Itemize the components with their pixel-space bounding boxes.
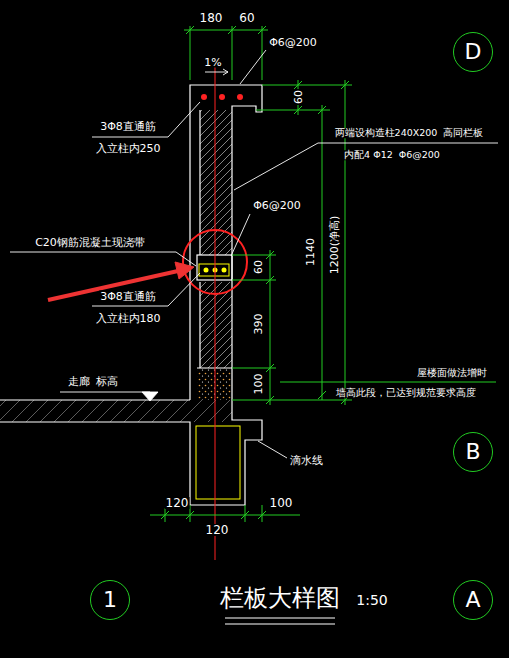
- annotation-text: 3Φ8直通筋: [99, 291, 157, 302]
- axis-circle: B: [453, 432, 493, 472]
- hatched-wall: [200, 110, 232, 368]
- highlight-circle: [183, 230, 247, 294]
- leader-lines: [258, 441, 287, 458]
- dimension-lines: [184, 26, 268, 80]
- title-underline: [225, 618, 335, 624]
- annotation-text: 两端设构造柱240X200 高同栏板: [334, 128, 485, 138]
- annotation-text: 1140: [305, 237, 316, 267]
- axis-label: 1: [103, 589, 117, 611]
- annotation-text: Φ6@200: [268, 37, 318, 48]
- annotation-text: 1%: [203, 57, 222, 68]
- dimension-lines: [150, 26, 496, 522]
- beam-inner-line: [196, 264, 240, 499]
- axis-circle: D: [453, 32, 493, 72]
- annotation-text: 入立柱内180: [95, 313, 162, 324]
- annotation-text: 3Φ8直通筋: [99, 121, 157, 132]
- rebar-dots: [222, 268, 227, 273]
- dimension-lines: [186, 26, 266, 34]
- wall-outline: [0, 400, 262, 505]
- annotation-text: 滴水线: [289, 455, 324, 466]
- annotation-text: 走廊 标高: [67, 376, 120, 387]
- annotation-text: 1200(净高): [329, 215, 340, 276]
- highlight-arrow: [175, 262, 194, 279]
- annotation-text: 100: [253, 373, 264, 396]
- axis-label: A: [465, 589, 480, 611]
- leader-lines: [205, 69, 228, 75]
- annotation-text: 入立柱内250: [95, 143, 162, 154]
- leader-lines: [10, 252, 196, 266]
- annotation-text: 1:50: [355, 593, 388, 607]
- center-line: [215, 62, 216, 560]
- beam-inner-line: [199, 264, 229, 276]
- dimension-lines: [161, 511, 266, 519]
- annotation-text: 100: [269, 497, 294, 509]
- annotation-text: 180: [199, 12, 224, 24]
- leader-lines: [234, 143, 498, 190]
- highlight-circle: [183, 230, 247, 294]
- title-underline: [225, 618, 335, 624]
- annotation-text: 60: [238, 12, 255, 24]
- drawing-title: 栏板大样图: [220, 586, 340, 610]
- wall-outline: [190, 85, 262, 400]
- annotation-text: 120: [205, 524, 230, 536]
- annotation-text: 屋楼面做法增时: [416, 368, 488, 378]
- leader-lines: [240, 50, 266, 84]
- rebar-dots: [204, 268, 209, 273]
- axis-label: B: [465, 441, 480, 463]
- leader-lines: [10, 50, 498, 458]
- leader-lines: [231, 214, 250, 256]
- annotation-text: 60: [253, 259, 264, 275]
- annotation-text: 390: [253, 313, 264, 336]
- annotation-text: C20钢筋混凝土现浇带: [34, 237, 146, 248]
- rebar-dots: [201, 94, 243, 273]
- leader-lines: [60, 392, 150, 393]
- beam-inner-line: [196, 426, 240, 499]
- concrete-fill: [0, 400, 232, 422]
- leader-lines: [92, 273, 200, 306]
- dimension-lines: [280, 382, 496, 383]
- annotation-text: 60: [293, 89, 304, 105]
- wall-outline: [199, 110, 200, 368]
- dimension-lines: [232, 250, 276, 405]
- rebar-dots: [237, 94, 243, 100]
- center-line: [215, 62, 216, 560]
- axis-label: D: [465, 41, 482, 63]
- axis-circle: 1: [90, 580, 130, 620]
- annotation-text: 内配4 Φ12 Φ6@200: [343, 150, 441, 160]
- dimension-lines: [266, 251, 274, 404]
- leader-lines: [142, 392, 158, 401]
- annotation-text: Φ6@200: [252, 200, 302, 211]
- wall-outline: [0, 85, 262, 505]
- axis-circle: A: [453, 580, 493, 620]
- rebar-dots: [201, 94, 207, 100]
- leader-lines: [92, 102, 200, 137]
- concrete-fill: [0, 368, 232, 422]
- annotation-text: 墙高此段，已达到规范要求高度: [335, 388, 477, 398]
- rebar-dots: [219, 94, 225, 100]
- annotation-text: 120: [165, 497, 190, 509]
